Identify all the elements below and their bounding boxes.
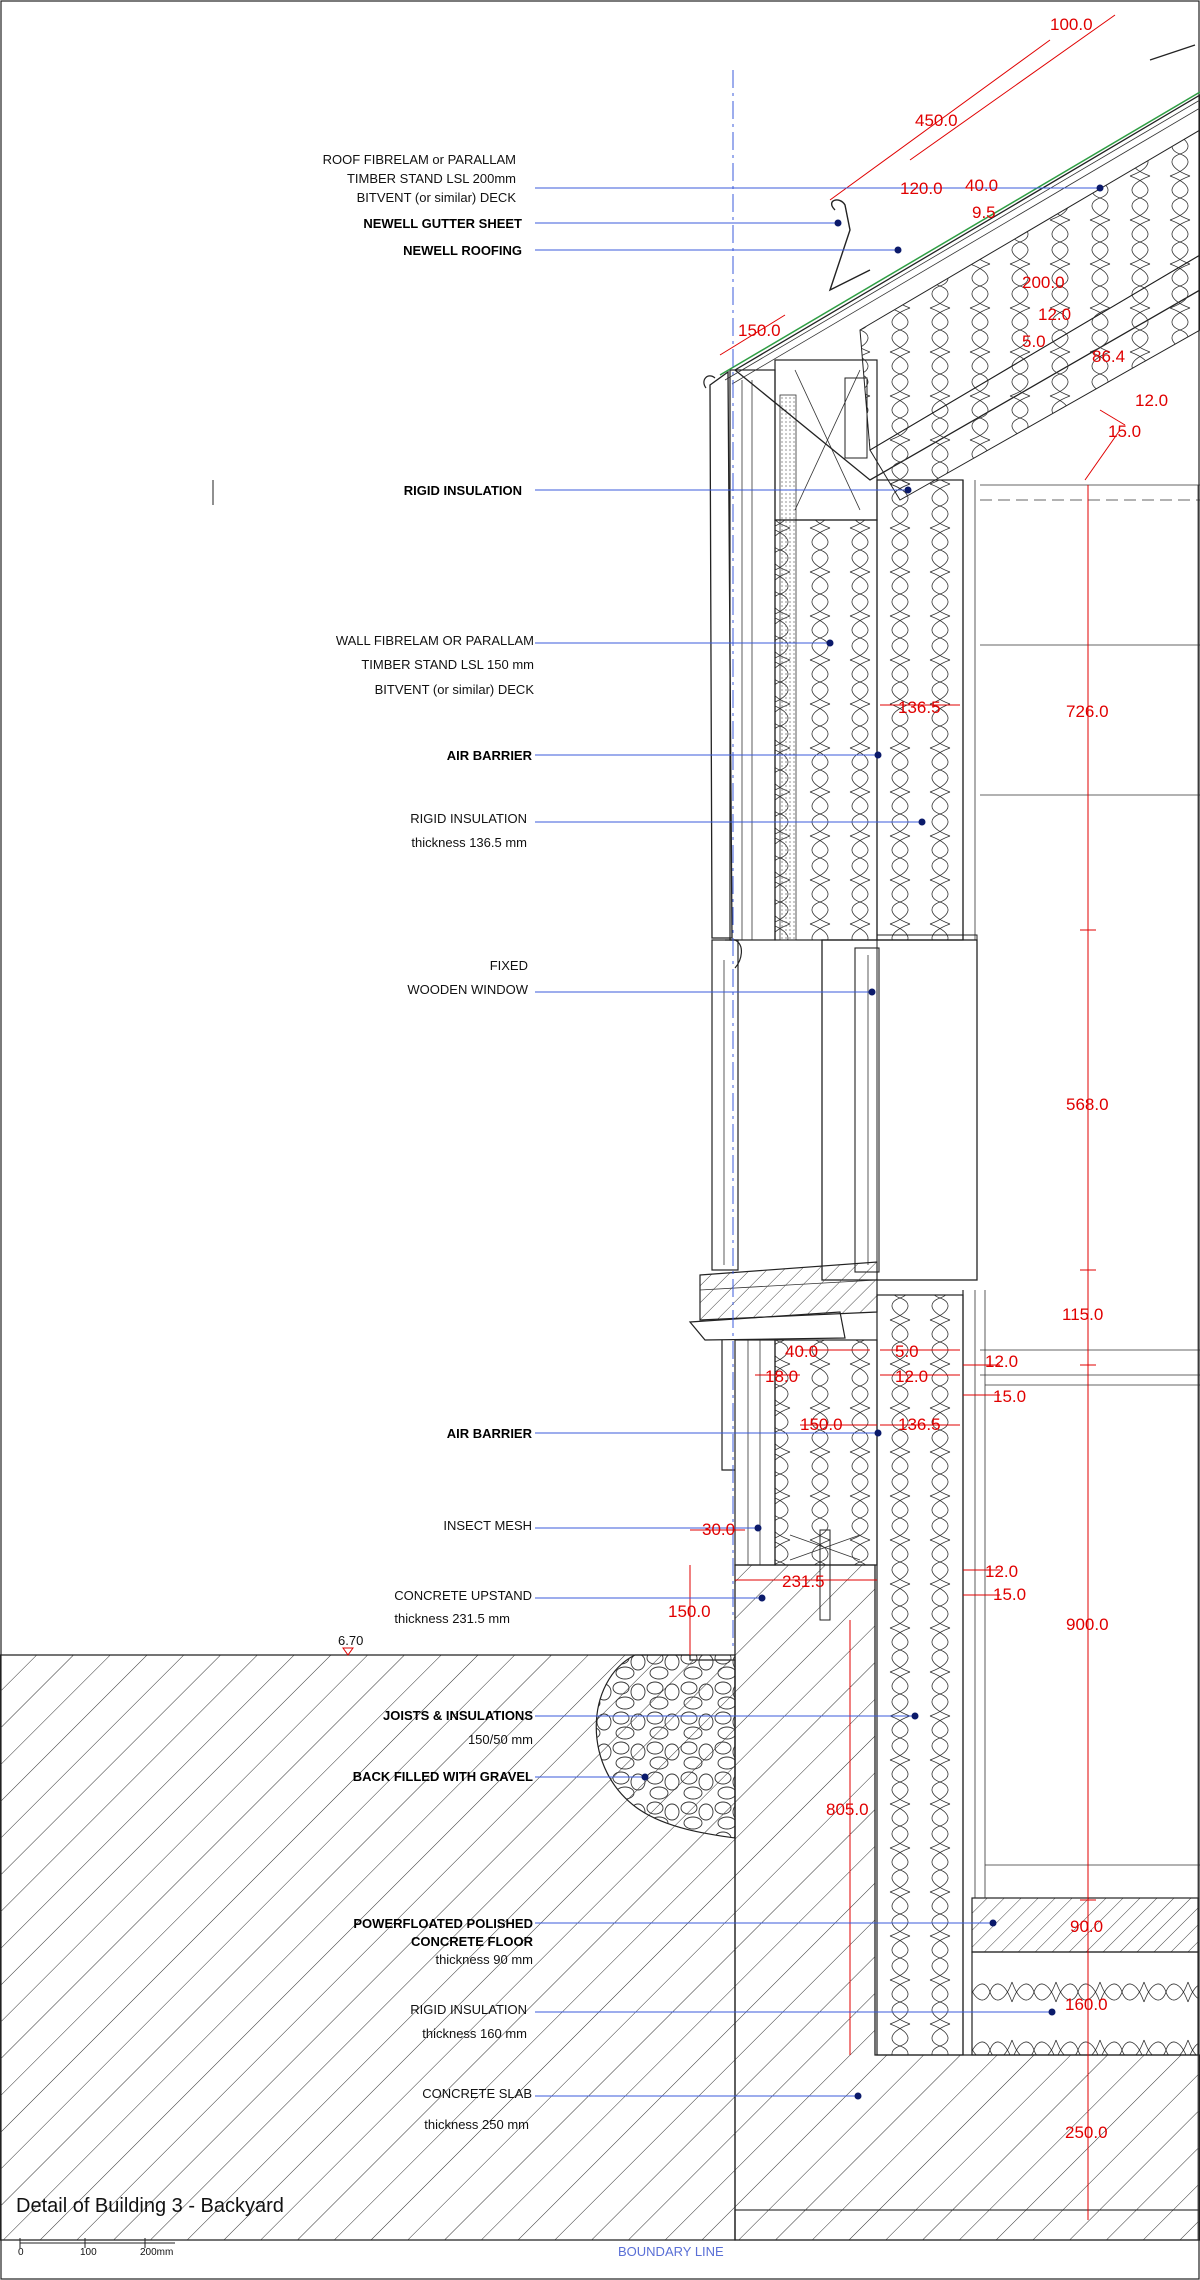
dim-90: 90.0	[1070, 1917, 1103, 1936]
window-reveal	[711, 939, 739, 1271]
boundary-line-label: BOUNDARY LINE	[618, 2244, 724, 2259]
label-floor-insulation-1: RIGID INSULATION	[410, 2002, 527, 2017]
dim-100: 100.0	[1050, 15, 1093, 34]
dim-900: 900.0	[1066, 1615, 1109, 1634]
dim-15-floor: 15.0	[993, 1585, 1026, 1604]
dim-5-sill: 5.0	[895, 1342, 919, 1361]
level-value: 6.70	[338, 1633, 363, 1648]
dim-5-roof: 5.0	[1022, 332, 1046, 351]
dim-30: 30.0	[702, 1520, 735, 1539]
label-insect-mesh: INSECT MESH	[443, 1518, 532, 1533]
dim-12-roof-b: 12.0	[1135, 391, 1168, 410]
dim-150-upstand: 150.0	[668, 1602, 711, 1621]
gravel-backfill	[595, 1654, 736, 1839]
dim-568: 568.0	[1066, 1095, 1109, 1114]
anchor-bolt	[819, 1529, 831, 1621]
scale-200: 200mm	[140, 2247, 173, 2258]
dim-15-roof: 15.0	[1108, 422, 1141, 441]
scale-100: 100	[80, 2247, 97, 2258]
label-roof-line-2: TIMBER STAND LSL 200mm	[347, 171, 516, 186]
dim-115: 115.0	[1062, 1305, 1103, 1324]
dim-250: 250.0	[1065, 2123, 1108, 2142]
window-sash	[854, 947, 880, 1273]
label-upstand-line-2: thickness 231.5 mm	[394, 1611, 510, 1626]
dim-160: 160.0	[1065, 1995, 1108, 2014]
label-air-barrier-lower: AIR BARRIER	[447, 1426, 533, 1441]
label-joists-line-2: 150/50 mm	[468, 1732, 533, 1747]
upper-cladding	[729, 369, 776, 941]
label-roof-line-1: ROOF FIBRELAM or PARALLAM	[323, 152, 516, 167]
label-floor-line-2: CONCRETE FLOOR	[411, 1934, 534, 1949]
dim-805: 805.0	[826, 1800, 869, 1819]
dim-150-wall: 150.0	[800, 1415, 843, 1434]
roof-insulation-main	[859, 129, 1200, 451]
dim-12-sill: 12.0	[895, 1367, 928, 1386]
label-wall-line-3: BITVENT (or similar) DECK	[375, 682, 535, 697]
label-rigid-insulation-wall-1: RIGID INSULATION	[410, 811, 527, 826]
dim-726: 726.0	[1066, 702, 1109, 721]
label-floor-line-1: POWERFLOATED POLISHED	[353, 1916, 533, 1931]
roof-rigid-insulation	[869, 254, 1200, 501]
dimension-values: 100.0 450.0 120.0 40.0 9.5 200.0 12.0 5.…	[668, 15, 1168, 2142]
polished-floor	[971, 1897, 1199, 1953]
dim-120: 120.0	[900, 179, 943, 198]
dim-136-5-upper: 136.5	[898, 698, 941, 717]
drawing-title: Detail of Building 3 - Backyard	[16, 2195, 284, 2217]
dim-18: 18.0	[765, 1367, 798, 1386]
label-window-line-1: FIXED	[490, 958, 528, 973]
gutter-hook	[828, 199, 871, 292]
label-slab-line-1: CONCRETE SLAB	[422, 2086, 532, 2101]
dim-9-5: 9.5	[972, 203, 996, 222]
dim-150-eave: 150.0	[738, 321, 781, 340]
label-rigid-insulation-wall-2: thickness 136.5 mm	[411, 835, 527, 850]
label-joists-line-1: JOISTS & INSULATIONS	[383, 1708, 533, 1723]
label-slab-line-2: thickness 250 mm	[424, 2117, 529, 2132]
dim-15-interior: 15.0	[993, 1387, 1026, 1406]
label-roofing: NEWELL ROOFING	[403, 243, 522, 258]
window-sill	[699, 1261, 878, 1321]
label-wall-line-2: TIMBER STAND LSL 150 mm	[361, 657, 534, 672]
dim-40-sill: 40.0	[785, 1342, 818, 1361]
dim-200: 200.0	[1022, 273, 1065, 292]
leader-lines	[535, 184, 1104, 2100]
dim-86-4: 86.4	[1092, 347, 1125, 366]
dim-136-5-lower: 136.5	[898, 1415, 941, 1434]
fascia	[709, 370, 733, 939]
dim-12-floor: 12.0	[985, 1562, 1018, 1581]
label-floor-insulation-2: thickness 160 mm	[422, 2026, 527, 2041]
label-air-barrier-upper: AIR BARRIER	[447, 748, 533, 763]
annotation-labels: ROOF FIBRELAM or PARALLAM TIMBER STAND L…	[323, 152, 535, 2132]
dim-12-interior: 12.0	[985, 1352, 1018, 1371]
window-inner-lining	[876, 934, 978, 1281]
window-frame	[821, 939, 978, 1281]
roofing-sheet	[719, 91, 1200, 376]
lower-cladding	[734, 1339, 776, 1566]
dim-450: 450.0	[915, 111, 958, 130]
label-roof-line-3: BITVENT (or similar) DECK	[357, 190, 517, 205]
label-floor-line-3: thickness 90 mm	[435, 1952, 533, 1967]
label-gravel: BACK FILLED WITH GRAVEL	[353, 1769, 533, 1784]
scale-0: 0	[18, 2247, 24, 2258]
dimension-lines	[689, 14, 1126, 2220]
label-upstand-line-1: CONCRETE UPSTAND	[394, 1588, 532, 1603]
label-window-line-2: WOODEN WINDOW	[407, 982, 528, 997]
label-rigid-insulation-top: RIGID INSULATION	[404, 483, 522, 498]
floor-insulation	[971, 1951, 1199, 2056]
label-gutter: NEWELL GUTTER SHEET	[363, 216, 522, 231]
connector-plate	[844, 377, 868, 459]
lower-rigid-insulation	[876, 1294, 964, 2056]
label-wall-line-1: WALL FIBRELAM OR PARALLAM	[336, 633, 534, 648]
upper-battens	[779, 394, 797, 941]
dim-12-roof: 12.0	[1038, 305, 1071, 324]
base-strip	[734, 2209, 1200, 2241]
scale-bar: 0 100 200mm	[18, 2238, 175, 2258]
dim-231-5: 231.5	[782, 1572, 825, 1591]
level-marker	[342, 1647, 354, 1656]
dim-40-roof: 40.0	[965, 176, 998, 195]
roof-structure	[733, 94, 1200, 481]
